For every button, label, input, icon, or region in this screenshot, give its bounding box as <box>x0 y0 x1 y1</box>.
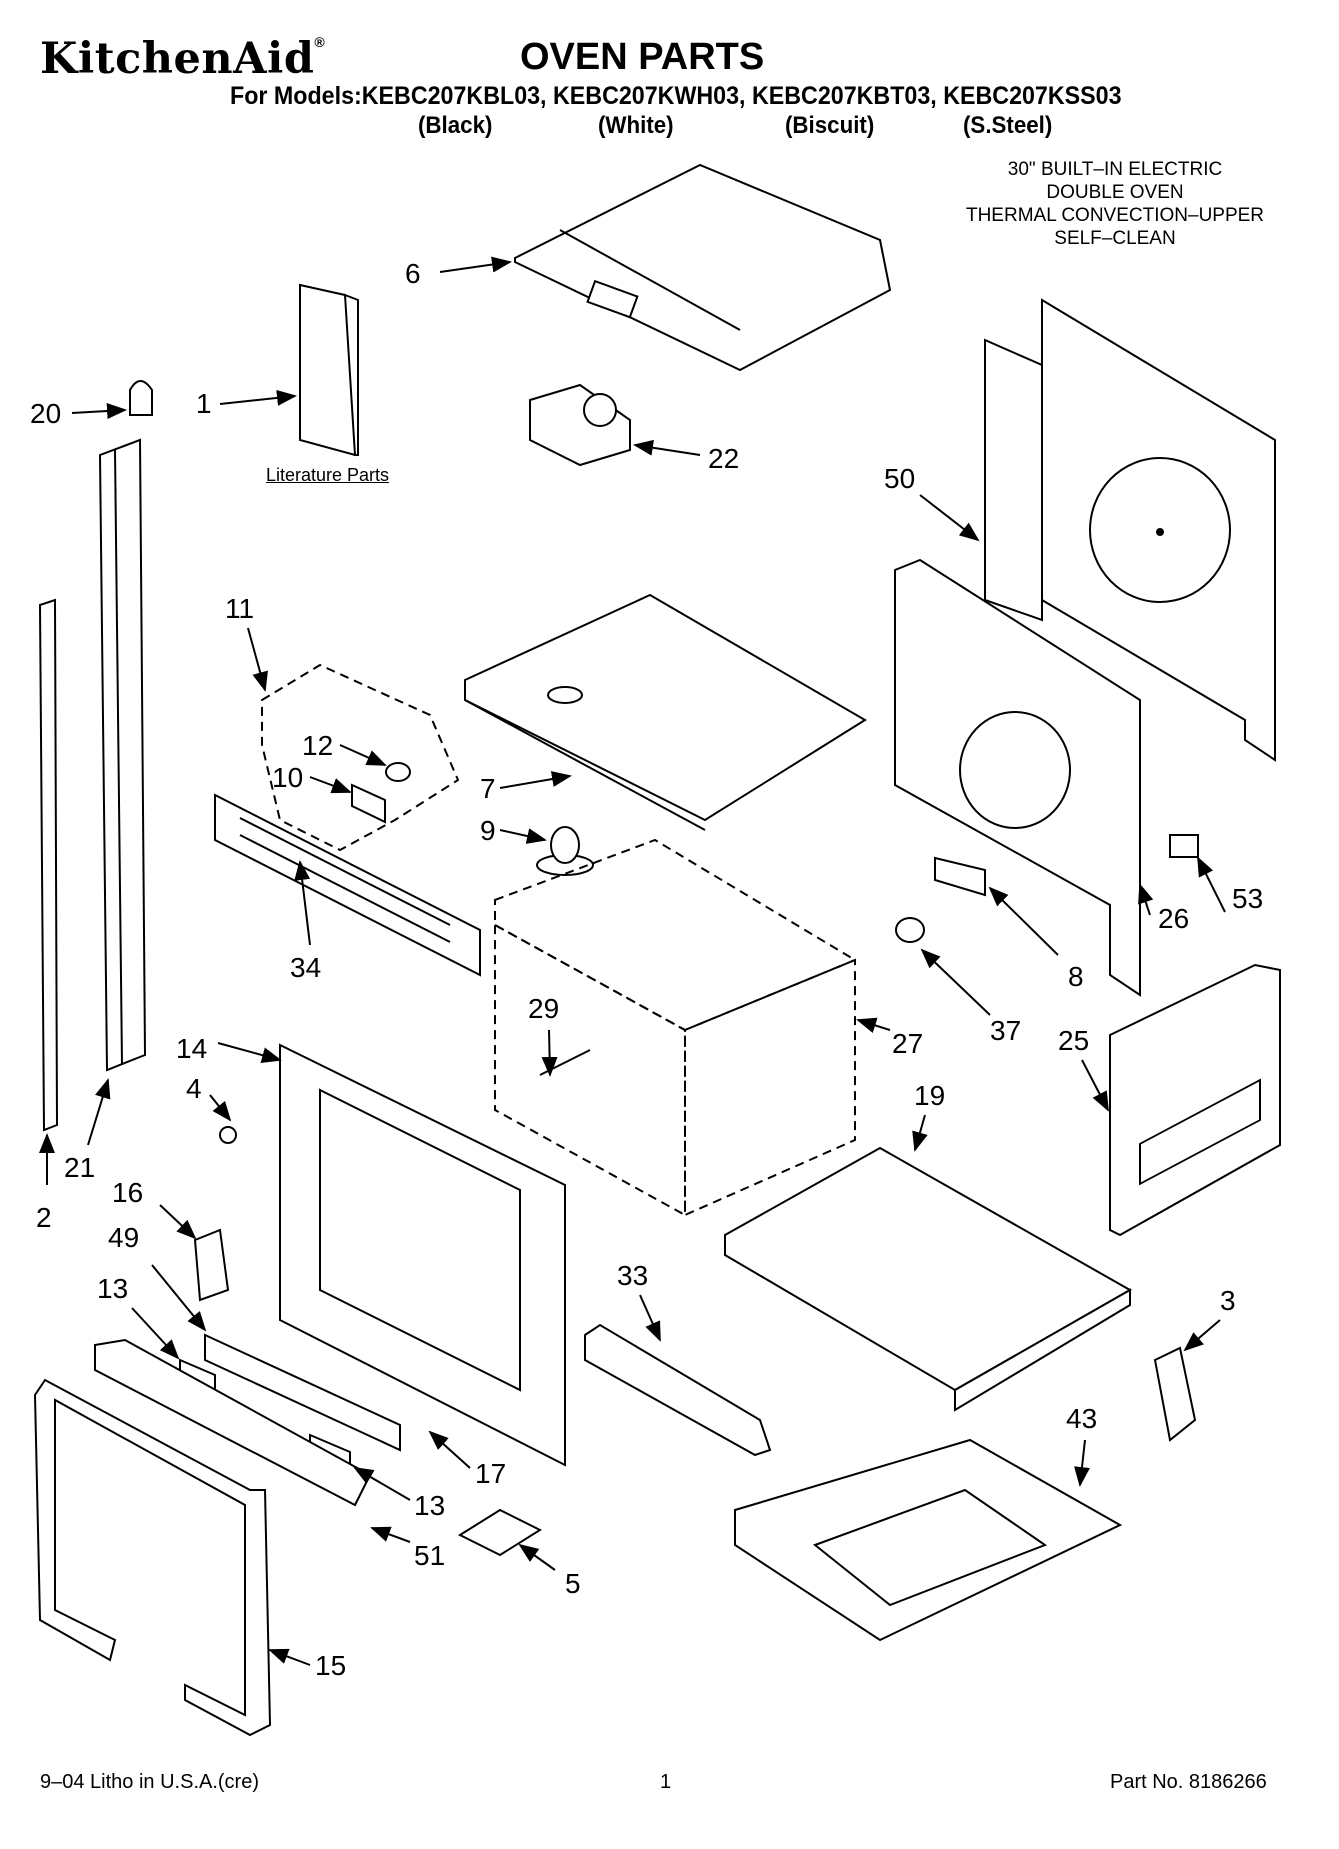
callout-20: 20 <box>30 398 61 429</box>
callout-14: 14 <box>176 1033 207 1064</box>
part-16-hinge <box>193 1228 230 1302</box>
callout-26: 26 <box>1158 903 1189 934</box>
part-37-thermostat <box>895 917 925 943</box>
part-21-trim <box>98 438 147 1072</box>
part-3-bracket <box>1153 1346 1197 1442</box>
part-8-block <box>934 856 986 897</box>
description-line: SELF–CLEAN <box>1054 228 1176 249</box>
callout-37: 37 <box>990 1015 1021 1046</box>
brand-logo: KitchenAid® <box>40 34 325 84</box>
part-34-vent <box>214 793 481 977</box>
callout-13: 13 <box>414 1490 445 1521</box>
callout-21: 21 <box>64 1152 95 1183</box>
color-black: (Black) <box>418 112 493 139</box>
part-11-light-assembly <box>261 663 460 852</box>
part-27-oven-cavity <box>494 838 858 1217</box>
page-title: OVEN PARTS <box>520 36 765 78</box>
callout-12: 12 <box>302 730 333 761</box>
callout-27: 27 <box>892 1028 923 1059</box>
color-white: (White) <box>598 112 674 139</box>
color-steel: (S.Steel) <box>963 112 1053 139</box>
callout-6: 6 <box>405 258 421 289</box>
part-9-element <box>536 826 594 876</box>
callout-51: 51 <box>414 1540 445 1571</box>
color-biscuit: (Biscuit) <box>785 112 875 139</box>
callout-43: 43 <box>1066 1403 1097 1434</box>
description-line: THERMAL CONVECTION–UPPER <box>965 205 1265 226</box>
part-53-bracket <box>1169 834 1199 858</box>
callout-2: 2 <box>36 1202 52 1233</box>
part-20-cap <box>129 380 153 416</box>
part-15-gasket <box>33 1378 272 1737</box>
part-12-bulb <box>385 762 411 782</box>
footer-part-number: Part No. 8186266 <box>1110 1771 1267 1793</box>
footer-print-info: 9–04 Litho in U.S.A.(cre) <box>40 1771 259 1793</box>
models-line: For Models:KEBC207KBL03, KEBC207KWH03, K… <box>230 82 1122 110</box>
leader-lines <box>39 256 1226 1666</box>
part-1-literature <box>299 283 360 457</box>
part-2-trim <box>38 598 59 1132</box>
part-14-front-frame <box>279 1043 566 1467</box>
part-4-screw <box>219 1126 237 1144</box>
part-7-upper-panel <box>464 593 867 831</box>
callout-7: 7 <box>480 773 496 804</box>
part-26-frame <box>894 558 1141 997</box>
callout-25: 25 <box>1058 1025 1089 1056</box>
part-19-panel <box>724 1146 1133 1412</box>
part-5-clip <box>457 1508 543 1557</box>
callout-3: 3 <box>1220 1285 1236 1316</box>
callout-10: 10 <box>272 762 303 793</box>
callout-4: 4 <box>186 1073 202 1104</box>
part-22-component <box>529 383 631 467</box>
callout-5: 5 <box>565 1568 581 1599</box>
part-25-side-panel <box>1109 963 1281 1237</box>
footer-page-number: 1 <box>660 1771 672 1793</box>
callout-50: 50 <box>884 463 915 494</box>
callout-11: 11 <box>225 593 254 624</box>
callout-15: 15 <box>315 1650 346 1681</box>
callout-29: 29 <box>528 993 559 1024</box>
part-29-sensor <box>539 1049 591 1076</box>
callout-1: 1 <box>196 388 212 419</box>
brand-name: KitchenAid <box>40 34 315 84</box>
callout-33: 33 <box>617 1260 648 1291</box>
callout-17: 17 <box>475 1458 506 1489</box>
part-49-vent <box>204 1333 401 1452</box>
callout-49: 49 <box>108 1222 139 1253</box>
callout-9: 9 <box>480 815 496 846</box>
callout-8: 8 <box>1068 961 1084 992</box>
part-6-top-panel <box>514 163 892 372</box>
part-51-trim <box>94 1338 372 1507</box>
part-43-bottom-tray <box>734 1438 1123 1642</box>
part-33-rail <box>584 1323 772 1457</box>
description-line: 30" BUILT–IN ELECTRIC <box>1007 159 1223 180</box>
literature-parts-label: Literature Parts <box>266 465 390 485</box>
callout-22: 22 <box>708 443 739 474</box>
oven-description: 30" BUILT–IN ELECTRIC DOUBLE OVEN THERMA… <box>940 158 1290 250</box>
description-line: DOUBLE OVEN <box>1046 182 1184 203</box>
callout-13: 13 <box>97 1273 128 1304</box>
callout-53: 53 <box>1232 883 1263 914</box>
part-50-back-panel <box>984 298 1276 762</box>
callout-16: 16 <box>112 1177 143 1208</box>
registered-mark: ® <box>314 34 326 50</box>
callout-labels: 6 1 20 22 50 11 12 10 7 9 34 53 26 8 37 … <box>30 258 1263 1681</box>
callout-19: 19 <box>914 1080 945 1111</box>
callout-34: 34 <box>290 952 321 983</box>
part-10-lens <box>351 783 386 824</box>
